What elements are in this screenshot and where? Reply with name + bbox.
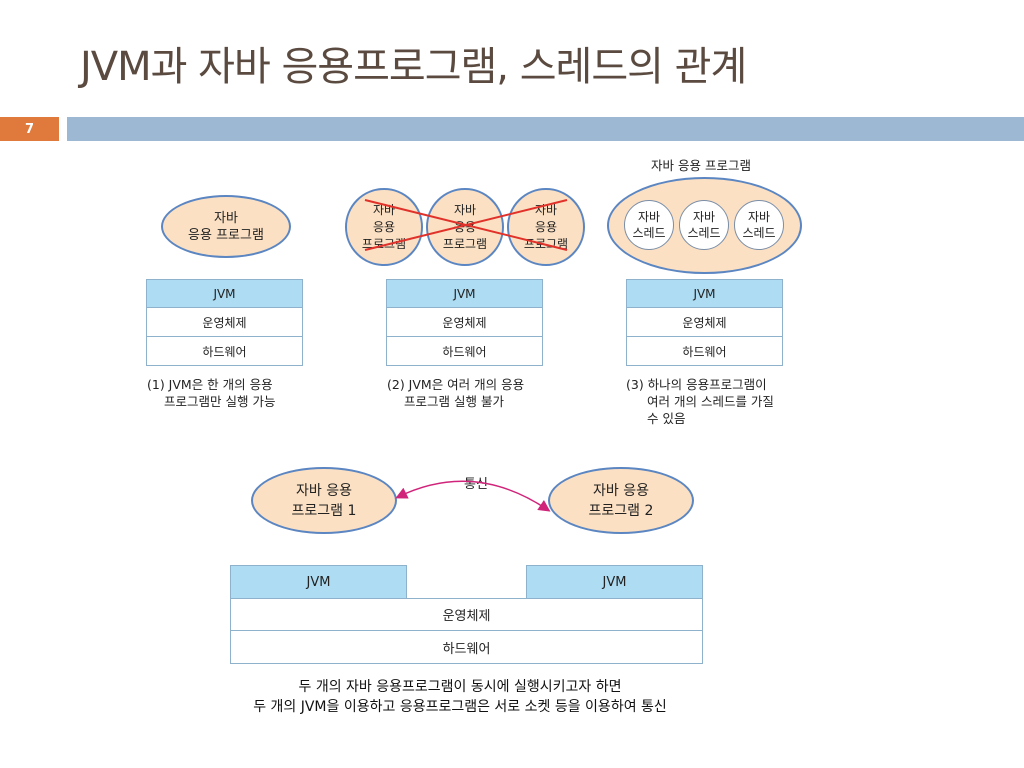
caption-3-line2: 여러 개의 스레드를 가질 [647,394,774,409]
thread-1-line2: 스레드 [632,226,666,240]
thread-2-line1: 자바 [692,210,716,224]
caption-3-line3: 수 있음 [647,411,686,426]
title-underline-bar [67,117,1024,141]
hardware-layer: 하드웨어 [386,337,543,366]
app-circle-1-line3: 프로그램 [361,236,407,251]
caption-2: (2) JVM은 여러 개의 응용 프로그램 실행 불가 [387,376,524,410]
app-1-line1: 자바 응용 [296,482,352,499]
os-layer: 운영체제 [626,308,783,337]
caption-1: (1) JVM은 한 개의 응용 프로그램만 실행 가능 [147,376,275,410]
cross-out-mark [364,199,568,251]
java-app-circle-2: 자바 응용 프로그램 [426,188,504,266]
java-app-circle-3: 자바 응용 프로그램 [507,188,585,266]
java-thread-circle-3: 자바 스레드 [734,200,784,250]
app-1-line2: 프로그램 1 [291,502,357,519]
hardware-layer-shared: 하드웨어 [230,630,703,664]
thread-2-line2: 스레드 [687,226,721,240]
caption-3-line1: (3) 하나의 응용프로그램이 [626,377,767,392]
layer-stack-2: JVM 운영체제 하드웨어 [386,279,543,366]
thread-3-line2: 스레드 [742,226,776,240]
app-circle-1-line2: 응용 [372,219,396,234]
jvm-layer: JVM [626,279,783,308]
layer-stack-3: JVM 운영체제 하드웨어 [626,279,783,366]
java-app-label-line2: 응용 프로그램 [188,227,264,243]
os-layer: 운영체제 [386,308,543,337]
slide-title: JVM과 자바 응용프로그램, 스레드의 관계 [80,44,747,90]
os-layer-shared: 운영체제 [230,598,703,631]
app-circle-2-line1: 자바 [453,202,477,217]
app-circle-2-line3: 프로그램 [442,236,488,251]
thread-3-line1: 자바 [747,210,771,224]
layer-stack-1: JVM 운영체제 하드웨어 [146,279,303,366]
caption-2-line1: (2) JVM은 여러 개의 응용 [387,377,525,392]
java-app-2-ellipse: 자바 응용 프로그램 2 [548,467,694,534]
caption-3: (3) 하나의 응용프로그램이 여러 개의 스레드를 가질 수 있음 [626,376,774,427]
java-app-outer-label: 자바 응용 프로그램 [651,158,751,173]
app-2-line1: 자바 응용 [593,482,649,499]
caption-1-line2: 프로그램만 실행 가능 [164,394,276,409]
hardware-layer: 하드웨어 [146,337,303,366]
caption-1-line1: (1) JVM은 한 개의 응용 [147,377,273,392]
bottom-caption-line2: 두 개의 JVM을 이용하고 응용프로그램은 서로 소켓 등을 이용하여 통신 [253,699,667,715]
java-app-circle-1: 자바 응용 프로그램 [345,188,423,266]
jvm-layer: JVM [386,279,543,308]
java-thread-circle-2: 자바 스레드 [679,200,729,250]
app-circle-3-line2: 응용 [534,219,558,234]
hardware-layer: 하드웨어 [626,337,783,366]
bottom-caption-line1: 두 개의 자바 응용프로그램이 동시에 실행시키고자 하면 [298,679,622,695]
java-app-1-ellipse: 자바 응용 프로그램 1 [251,467,397,534]
thread-1-line1: 자바 [637,210,661,224]
caption-2-line2: 프로그램 실행 불가 [404,394,504,409]
java-thread-circle-1: 자바 스레드 [624,200,674,250]
jvm-layer: JVM [146,279,303,308]
java-app-ellipse: 자바 응용 프로그램 [161,195,291,258]
communication-arrow [395,480,551,512]
os-layer: 운영체제 [146,308,303,337]
app-2-line2: 프로그램 2 [588,502,654,519]
page-number-badge: 7 [0,117,59,141]
java-app-label-line1: 자바 [214,210,238,226]
